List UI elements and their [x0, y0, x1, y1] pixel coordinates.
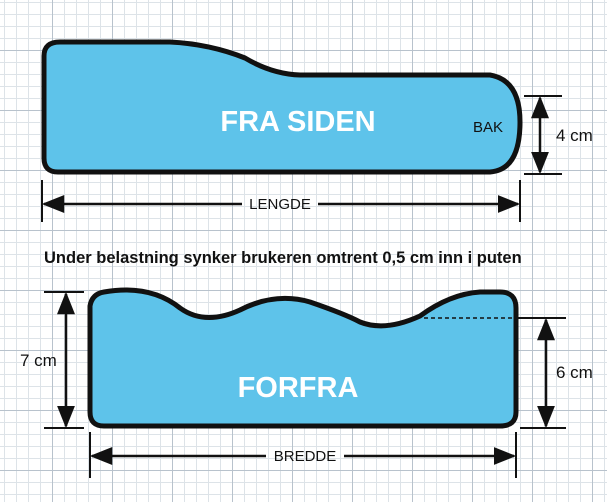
side-view-title: FRA SIDEN	[220, 106, 375, 138]
back-label: BAK	[473, 119, 503, 136]
height-4cm-label: 4 cm	[556, 126, 593, 145]
front-view-title: FORFRA	[238, 372, 359, 404]
side-view-cushion-shape	[41, 39, 523, 175]
load-note: Under belastning synker brukeren omtrent…	[44, 249, 522, 267]
width-label: BREDDE	[274, 448, 337, 465]
height-6cm-label: 6 cm	[556, 363, 593, 382]
length-label: LENGDE	[249, 196, 311, 213]
height-7cm-label: 7 cm	[20, 351, 57, 370]
front-view-cushion-shape	[87, 287, 519, 429]
